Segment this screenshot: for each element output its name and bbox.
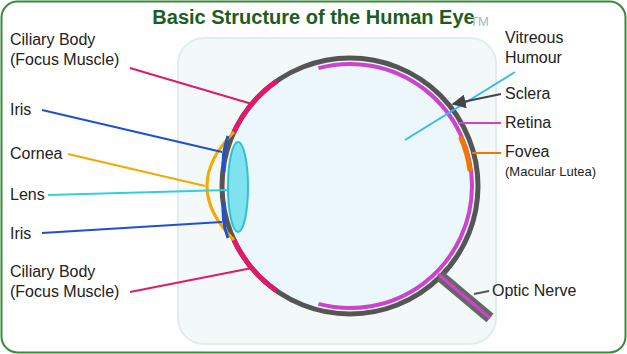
part-label: Ciliary Body [10,30,95,50]
part-label: Lens [10,185,45,205]
part-label: Vitreous Humour [505,28,595,68]
part-label: Iris [10,100,31,120]
iris-arc [223,202,228,238]
leader-line [48,190,228,195]
part-label: Optic Nerve [492,281,576,301]
watermark-text: TM [470,14,489,30]
label-box: Cornea [10,144,62,164]
ciliary-body [234,81,277,132]
label-box: (Macular Lutea) [505,164,596,180]
leader-line [453,94,501,104]
fovea-spot [461,137,471,171]
leader-line [472,152,501,154]
label-box: Fovea [505,142,549,162]
leader-line [130,268,252,292]
label-box: Retina [505,113,551,133]
part-label: Cornea [10,144,62,164]
label-box: Sclera [505,84,550,104]
label-box: Optic Nerve [492,281,576,301]
label-box: Iris [10,100,31,120]
lens-shape [228,142,248,232]
label-box: Vitreous Humour [505,28,595,68]
leader-line [458,122,501,124]
ciliary-body [234,240,277,291]
title-box: Basic Structure of the Human Eye [0,5,627,29]
label-box: Ciliary Body [10,262,95,282]
part-label: Iris [10,224,31,244]
leader-line [42,222,222,233]
label-box: Iris [10,224,31,244]
part-label: (Focus Muscle) [10,50,119,70]
iris-arc [223,136,228,172]
label-box: (Focus Muscle) [10,50,119,70]
part-label: Sclera [505,84,550,104]
part-label: Retina [505,113,551,133]
leader-line [68,154,205,186]
label-box: Lens [10,185,45,205]
leader-line [474,291,489,294]
part-label: (Macular Lutea) [505,164,596,180]
part-label: Ciliary Body [10,262,95,282]
part-label: (Focus Muscle) [10,282,119,302]
diagram-title: Basic Structure of the Human Eye [0,5,627,29]
leader-line [42,110,222,152]
retina-layer [318,64,472,308]
label-box: (Focus Muscle) [10,282,119,302]
leader-line [130,68,252,104]
leader-line [405,72,515,140]
label-box: TM [470,14,489,30]
label-box: Ciliary Body [10,30,95,50]
optic-nerve-core [438,274,490,318]
part-label: Fovea [505,142,549,162]
